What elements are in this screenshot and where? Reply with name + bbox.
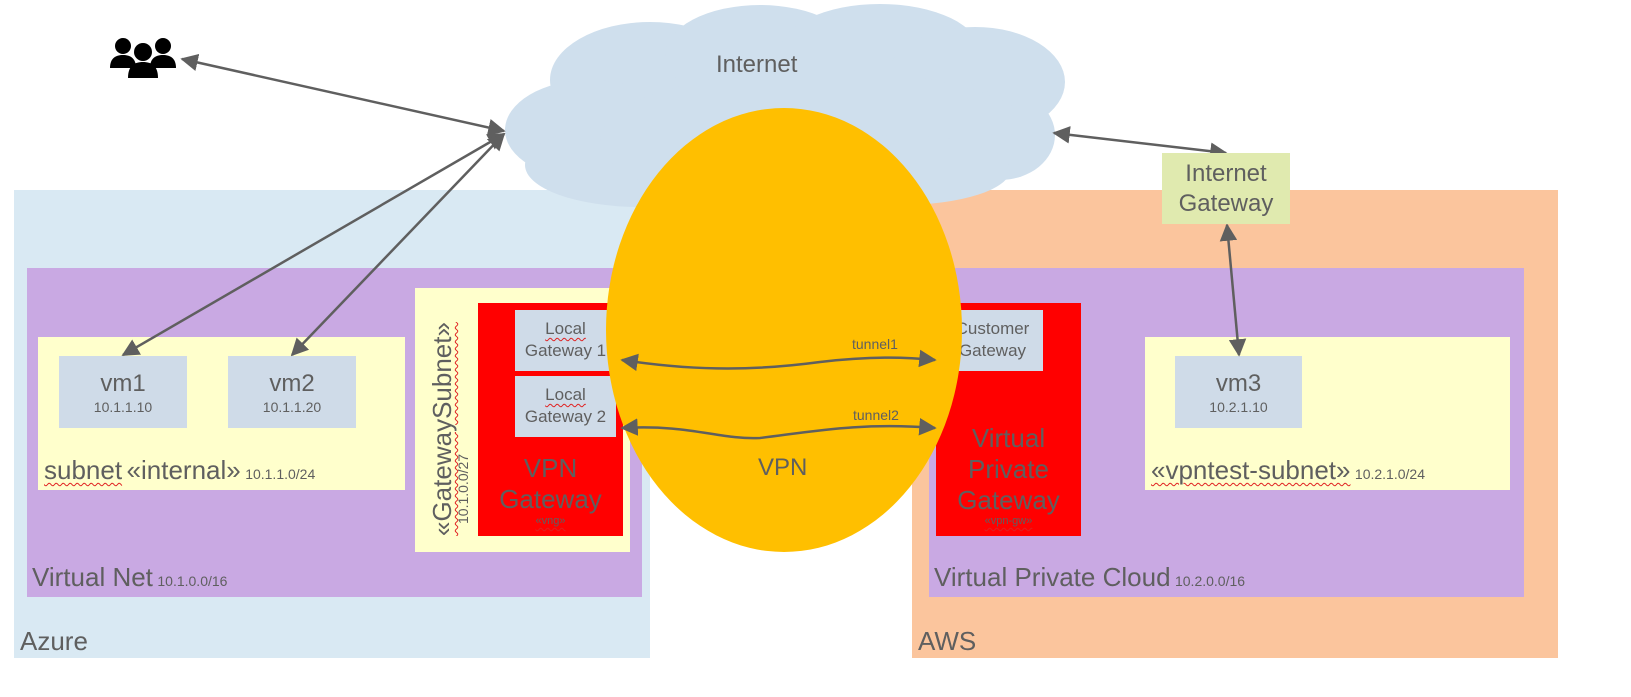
vm1-ip: 10.1.1.10 [93, 399, 153, 415]
local-gateway-2: Local Gateway 2 [515, 376, 616, 437]
internet-label: Internet [716, 51, 798, 78]
vm1-name: vm1 [100, 370, 146, 397]
vpg-line1: Virtual [971, 423, 1046, 453]
vpc-name: Virtual Private Cloud [934, 562, 1171, 592]
vpn-gateway-line1: VPN [523, 453, 578, 483]
virtual-net-label: Virtual Net 10.1.0.0/16 [32, 562, 227, 593]
arrow-users-internet [180, 53, 506, 137]
arrow-internet-vm2 [290, 132, 506, 357]
local-gateway-2-line1: Local [545, 385, 586, 404]
internet-gateway: Internet Gateway [1162, 153, 1290, 224]
vpntest-subnet-cidr: 10.2.1.0/24 [1354, 466, 1425, 482]
azure-label: Azure [20, 626, 88, 656]
vm2-box: vm2 10.1.1.20 [228, 356, 356, 428]
aws-label: AWS [918, 626, 977, 656]
vpc-cidr: 10.2.0.0/16 [1174, 573, 1246, 589]
tunnel1-label: tunnel1 [852, 336, 898, 352]
tunnel1-line [620, 349, 937, 372]
virtual-net-cidr: 10.1.0.0/16 [157, 573, 228, 589]
arrow-internet-igw [1052, 126, 1228, 160]
arrow-igw-vm3 [1219, 223, 1247, 357]
subnet-internal-cidr: 10.1.1.0/24 [245, 466, 316, 482]
vm3-name: vm3 [1215, 370, 1262, 397]
vpn-ellipse [606, 108, 962, 552]
customer-gateway-line2: Gateway [958, 341, 1027, 360]
vpn-gateway-label: VPN Gateway [478, 453, 623, 515]
vm2-ip: 10.1.1.20 [262, 399, 322, 415]
local-gateway-1: Local Gateway 1 [515, 310, 616, 371]
tunnel2-line [620, 418, 937, 440]
vpg-line3: Gateway [957, 485, 1060, 515]
local-gateway-1-line2: Gateway 1 [524, 341, 607, 360]
vm3-ip: 10.2.1.10 [1209, 399, 1268, 415]
users-icon [110, 38, 176, 78]
vpc-label: Virtual Private Cloud 10.2.0.0/16 [934, 562, 1245, 593]
subnet-internal-name: subnet [44, 455, 123, 485]
customer-gateway-line1: Customer [955, 319, 1030, 338]
tunnel2-label: tunnel2 [853, 407, 899, 423]
vm2-name: vm2 [269, 370, 315, 397]
vm3-box: vm3 10.2.1.10 [1175, 356, 1302, 428]
vpn-gateway-line2: Gateway [499, 484, 602, 514]
vpn-label: VPN [758, 454, 808, 481]
virtual-net-name: Virtual Net [32, 562, 153, 592]
local-gateway-1-line1: Local [545, 319, 586, 338]
subnet-internal-label: subnet «internal» 10.1.1.0/24 [44, 455, 315, 486]
vpntest-subnet-label: «vpntest-subnet» 10.2.1.0/24 [1151, 455, 1425, 486]
vm1-box: vm1 10.1.1.10 [59, 356, 187, 428]
internet-gateway-line2: Gateway [1178, 190, 1274, 217]
local-gateway-2-line2: Gateway 2 [524, 407, 607, 426]
vpntest-subnet-name: «vpntest-subnet» [1151, 455, 1351, 485]
vpg-stereotype: «vpn-gw» [984, 515, 1033, 527]
subnet-internal-stereotype: «internal» [126, 455, 241, 485]
vpn-gateway-stereotype: «vng» [535, 515, 566, 527]
vpg-label: Virtual Private Gateway [936, 423, 1081, 516]
internet-gateway-line1: Internet [1185, 160, 1267, 187]
arrow-internet-vm1 [121, 132, 506, 357]
vpg-line2: Private [968, 454, 1049, 484]
